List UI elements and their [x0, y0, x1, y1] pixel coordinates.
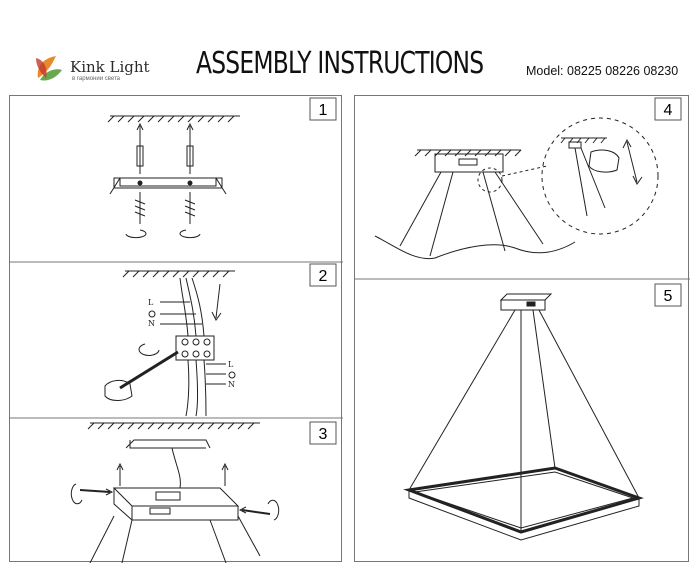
steps-right-illustration: 4 5: [355, 97, 690, 541]
step5-drawing: [403, 293, 644, 541]
model-numbers: Model: 08225 08226 08230: [526, 64, 679, 78]
ground-symbol-bottom: [228, 371, 236, 379]
steps-left-illustration: 1 L N L: [10, 97, 343, 563]
wire-label-l-bottom: L: [228, 360, 234, 369]
steps-left-panel: 1 L N L: [9, 95, 343, 563]
brand-tagline: в гармонии света: [72, 76, 121, 82]
leaf-logo-icon: [36, 56, 62, 81]
step4-number-box: 4: [654, 97, 682, 121]
step2-number: 2: [319, 268, 328, 285]
step4-drawing: [374, 117, 659, 260]
step2-number-box: 2: [309, 263, 337, 287]
page-title: ASSEMBLY INSTRUCTIONS: [196, 46, 484, 81]
brand-logo: Kink Light в гармонии света: [30, 50, 160, 86]
step1-number: 1: [319, 102, 328, 119]
step3-number: 3: [319, 426, 328, 443]
wire-label-n-bottom: N: [228, 380, 235, 389]
brand-name: Kink Light: [70, 58, 150, 76]
steps-right-panel: 4 5: [354, 95, 690, 562]
step4-number: 4: [664, 102, 673, 119]
step1-number-box: 1: [309, 97, 337, 121]
step5-number: 5: [664, 288, 673, 305]
wire-label-l-top: L: [148, 298, 154, 307]
step1-drawing: [107, 115, 240, 239]
ground-symbol-top: [148, 310, 156, 318]
page-header: Kink Light в гармонии света ASSEMBLY INS…: [0, 0, 700, 92]
wire-label-n-top: N: [148, 319, 155, 328]
step3-number-box: 3: [309, 421, 337, 445]
step5-number-box: 5: [654, 283, 682, 307]
step2-drawing: [104, 270, 235, 417]
step3-drawing: [70, 422, 280, 563]
